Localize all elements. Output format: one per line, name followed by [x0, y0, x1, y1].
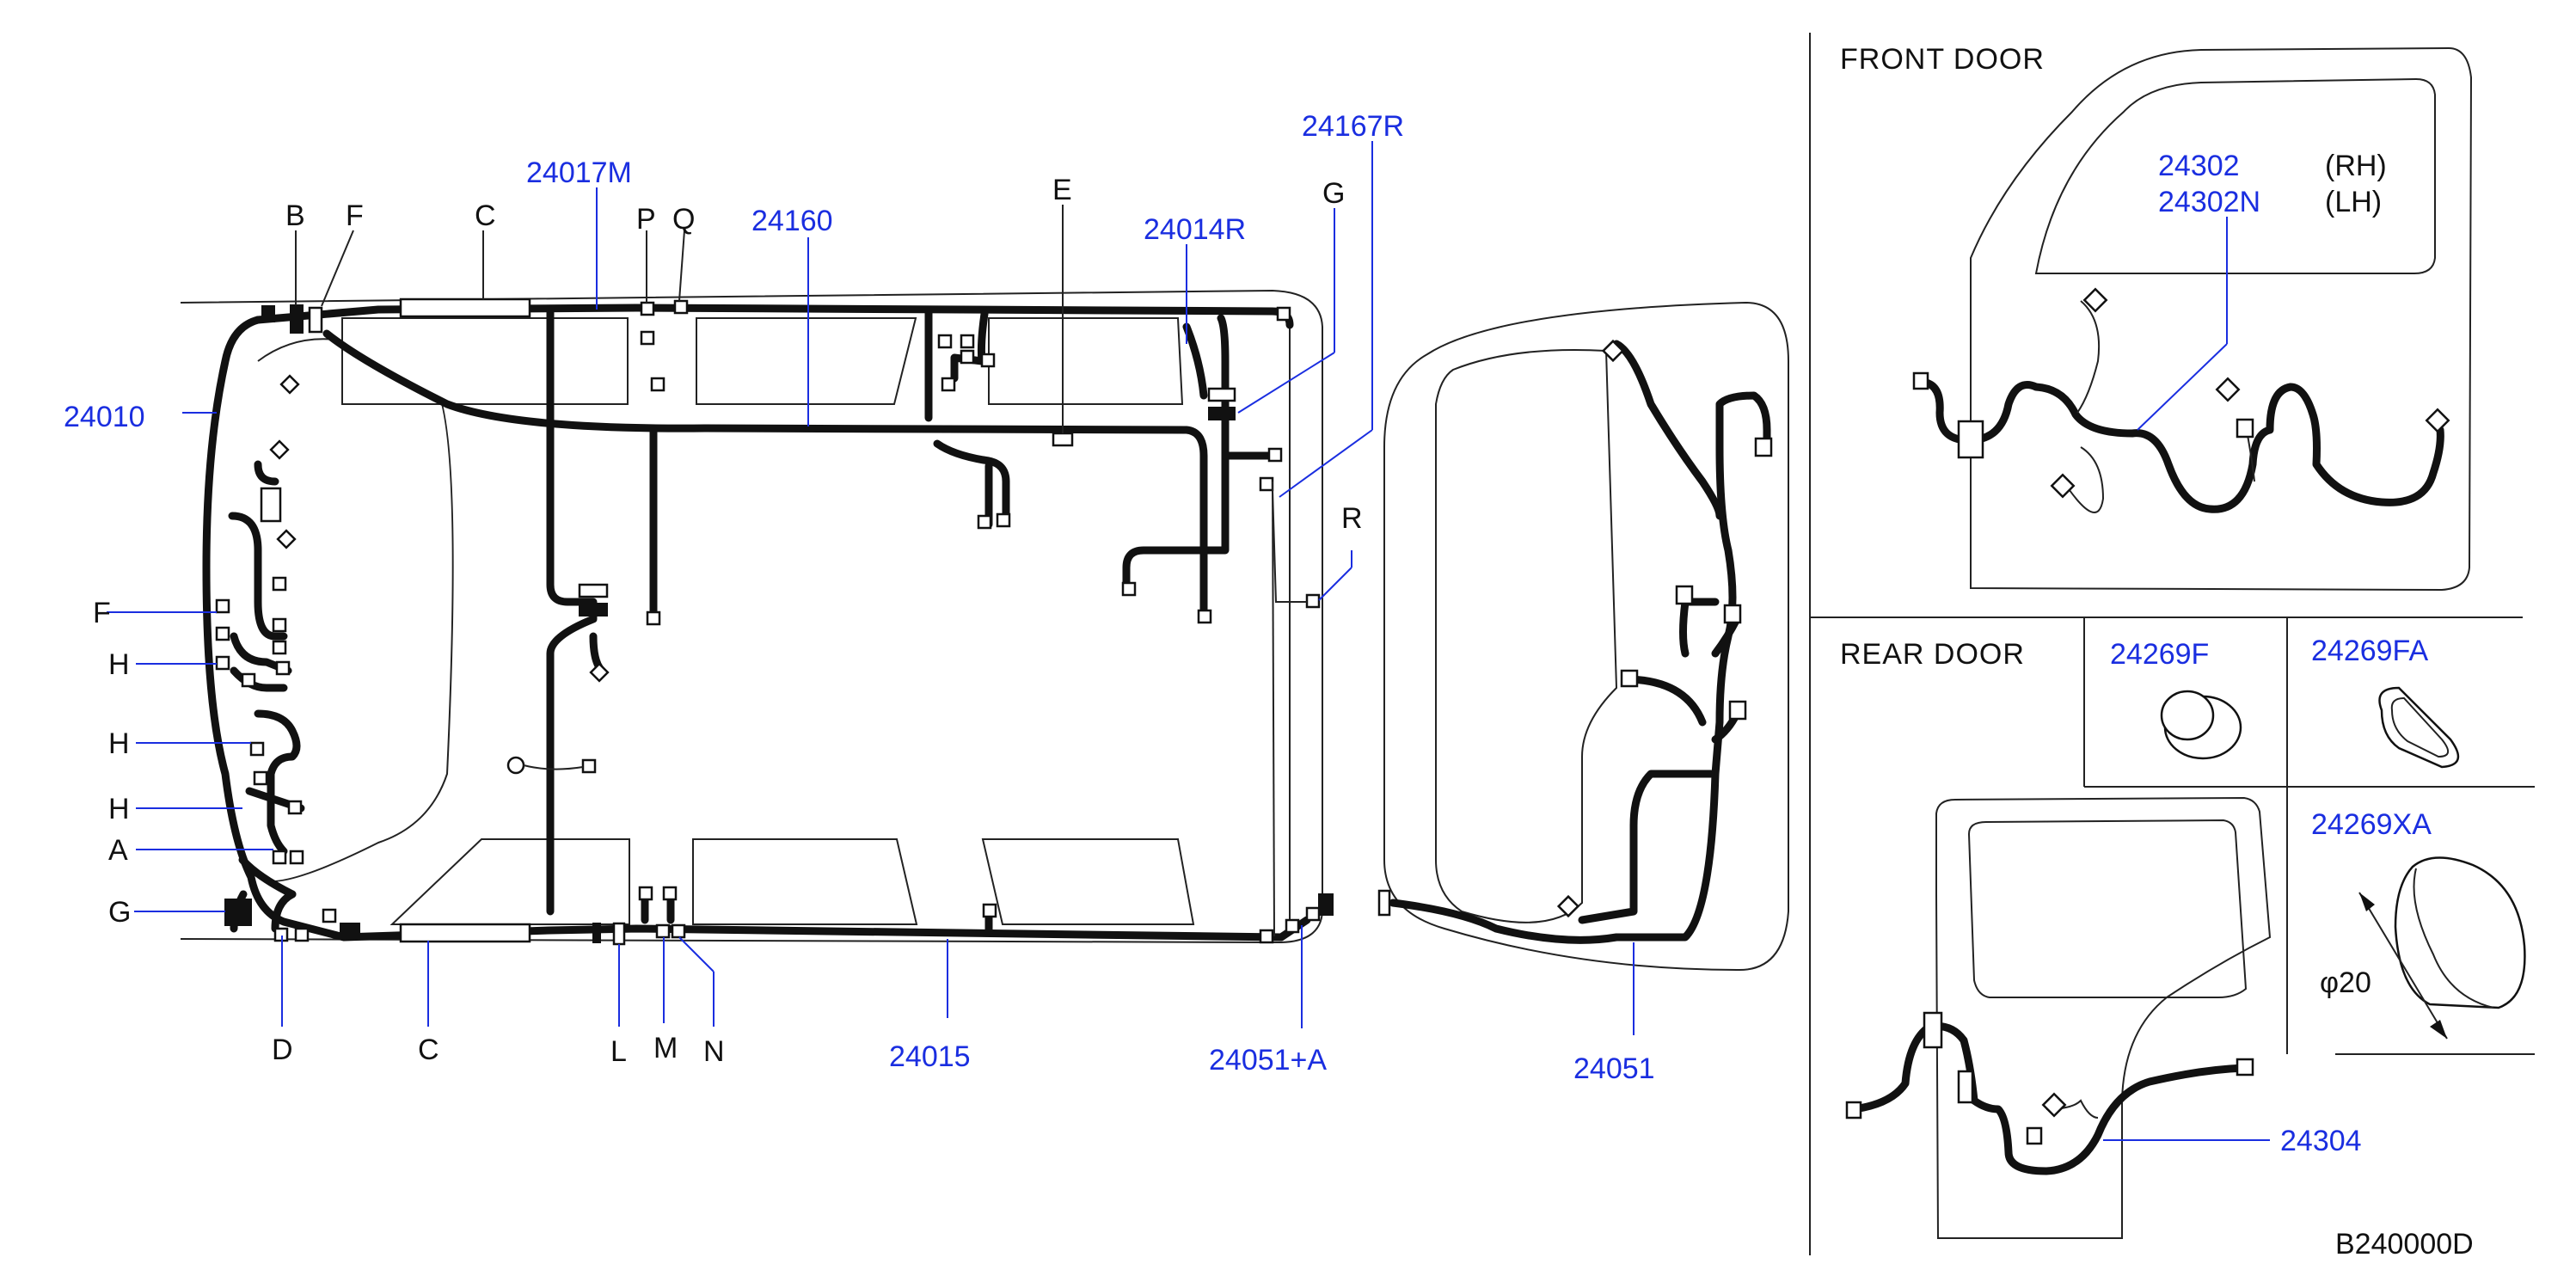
connectors-back-door	[1377, 339, 1773, 918]
grommet-24269F	[2160, 690, 2242, 760]
connectors-main	[215, 298, 1334, 946]
part-24010: 24010	[64, 401, 145, 433]
part-number-labels: 24017M 24160 24014R 24167R 24010 24015 2…	[64, 110, 2432, 1157]
callout-H-1: H	[108, 648, 130, 681]
rh-label: (RH)	[2325, 150, 2387, 182]
roof-window-3	[988, 317, 1184, 405]
part-24302: 24302	[2158, 150, 2240, 182]
rear-door-title: REAR DOOR	[1840, 638, 2025, 671]
vehicle-body-outline	[180, 289, 1323, 944]
grommet-24269XA	[2358, 856, 2526, 1040]
floor-window-1	[389, 838, 630, 925]
callout-B: B	[285, 199, 305, 232]
part-24269FA: 24269FA	[2311, 635, 2428, 667]
roof-window-1	[341, 317, 629, 405]
callout-M: M	[653, 1032, 678, 1064]
callout-N: N	[703, 1035, 725, 1068]
diagram-code: B240000D	[2335, 1228, 2474, 1261]
front-door-title: FRONT DOOR	[1840, 43, 2045, 76]
diameter-label: φ20	[2320, 966, 2371, 999]
callout-Q: Q	[672, 203, 695, 236]
part-24017M: 24017M	[526, 156, 632, 189]
part-24304: 24304	[2280, 1125, 2362, 1157]
part-24269XA: 24269XA	[2311, 808, 2432, 841]
callout-G-top: G	[1322, 177, 1345, 210]
section-dividers	[1809, 33, 2535, 1255]
callout-P: P	[636, 203, 656, 236]
side-labels: (RH) (LH) φ20 B240000D	[2320, 150, 2474, 1261]
callout-F-top: F	[346, 199, 364, 232]
section-titles: FRONT DOOR REAR DOOR	[1840, 43, 2045, 671]
part-24302N: 24302N	[2158, 186, 2260, 218]
lh-label: (LH)	[2325, 186, 2382, 218]
callout-F-left: F	[93, 597, 111, 629]
part-24160: 24160	[751, 205, 833, 237]
roof-window-2	[696, 317, 917, 405]
floor-window-3	[981, 838, 1195, 925]
callout-C-bottom: C	[418, 1034, 439, 1066]
callout-C-top: C	[475, 199, 496, 232]
callout-H-2: H	[108, 727, 130, 760]
part-24015: 24015	[889, 1040, 971, 1073]
floor-window-2	[692, 838, 918, 925]
callout-H-3: H	[108, 793, 130, 825]
part-24269F: 24269F	[2110, 638, 2209, 671]
part-24051-plus-A: 24051+A	[1209, 1044, 1327, 1077]
callout-G-left: G	[108, 896, 131, 929]
callout-R: R	[1341, 502, 1363, 535]
callout-E: E	[1052, 174, 1072, 206]
front-door-drawing	[1912, 46, 2473, 592]
letter-callouts: B F C P Q E G R F H H H A G D C L M N	[93, 174, 1363, 1068]
part-24014R: 24014R	[1144, 213, 1246, 246]
callout-D: D	[272, 1034, 293, 1066]
part-24167R: 24167R	[1302, 110, 1404, 143]
callout-A: A	[108, 834, 128, 867]
part-24051: 24051	[1573, 1052, 1655, 1085]
leader-lines-main	[107, 141, 1635, 1035]
rear-door-drawing	[1845, 796, 2272, 1239]
callout-L: L	[610, 1035, 627, 1068]
grommet-24269FA	[2378, 686, 2460, 769]
